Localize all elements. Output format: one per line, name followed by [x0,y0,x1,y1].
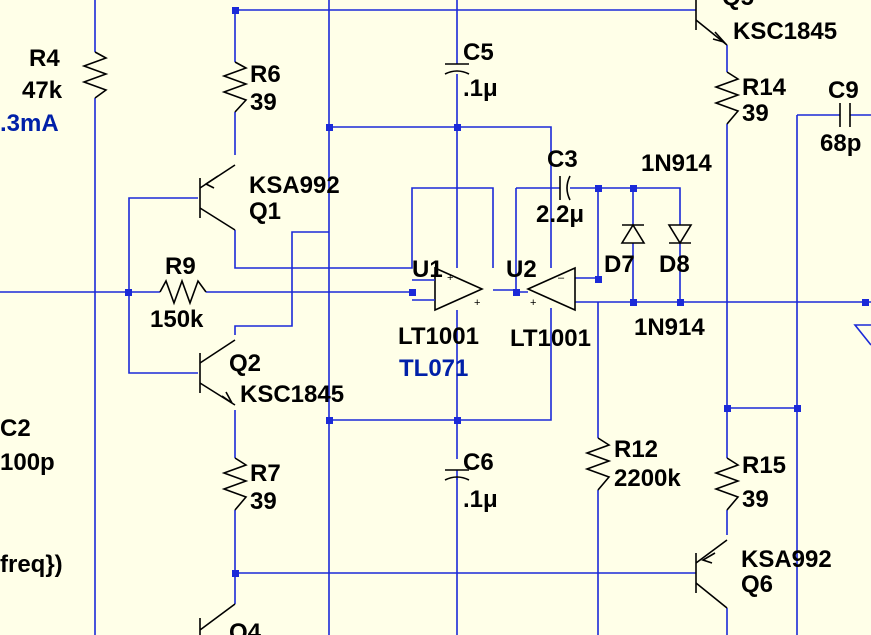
r15-resistor [713,457,741,511]
q1-type: KSA992 [249,172,340,199]
r4-value: 47k [22,77,63,104]
r4-resistor [81,51,109,99]
q1-transistor [199,164,236,231]
u2-type: LT1001 [510,325,591,352]
q2-label: Q2 [229,350,261,377]
d-top-label: 1N914 [641,150,712,177]
u1-plus-pin: + [447,272,453,284]
c2-value: 100p [0,449,55,476]
c6-label: C6 [463,449,494,476]
u1-alt-type: TL071 [399,355,468,382]
d7-diode [620,223,646,244]
q1-label: Q1 [249,198,281,225]
r7-resistor [221,457,249,511]
current-annotation: .3mA [0,110,59,137]
r14-label: R14 [742,74,787,101]
d8-label: D8 [659,251,690,278]
r12-label: R12 [614,436,658,463]
r6-value: 39 [250,89,277,116]
q6-label: Q6 [741,571,773,598]
r7-value: 39 [250,488,277,515]
c5-value: .1μ [463,75,498,102]
c3-label: C3 [547,146,578,173]
q6-transistor [695,539,728,609]
q4-label: Q4 [229,619,262,635]
r12-value: 2200k [614,465,681,492]
r9-value: 150k [150,306,204,333]
r4-label: R4 [29,45,60,72]
q5-label: Q5 [722,0,754,11]
c5-capacitor [444,63,470,75]
u2-opamp [526,266,576,312]
c3-capacitor [559,175,571,201]
c9-capacitor [839,103,851,127]
q6-type: KSA992 [741,546,832,573]
q4-transistor [199,603,236,635]
r6-resistor [221,61,249,113]
c6-value: .1μ [463,486,498,513]
u1-plus-pin2: + [474,297,480,309]
junctions [125,7,869,577]
c2-label: C2 [0,415,31,442]
u2-minus-pin: – [558,272,565,284]
r12-resistor [584,437,612,491]
q5-transistor [695,0,728,46]
u2-label: U2 [506,256,537,283]
freq-label: freq}) [0,551,63,578]
u1-type: LT1001 [398,323,479,350]
d-bottom-label: 1N914 [634,314,705,341]
c5-label: C5 [463,39,494,66]
r15-value: 39 [742,486,769,513]
d7-label: D7 [604,251,635,278]
u1-label: U1 [412,256,443,283]
r15-label: R15 [742,452,786,479]
q2-transistor [199,339,236,406]
u2-plus-pin: + [530,297,536,309]
d8-diode [667,224,693,245]
r14-resistor [713,71,741,125]
c9-value: 68p [820,130,861,157]
c6-capacitor [444,469,470,481]
c9-label: C9 [828,77,859,104]
q2-type: KSC1845 [240,381,344,408]
u1-opamp [412,266,484,312]
c3-value: 2.2μ [536,201,584,228]
q5-type: KSC1845 [733,18,837,45]
r7-label: R7 [250,460,281,487]
r9-label: R9 [165,253,196,280]
r14-value: 39 [742,100,769,127]
r6-label: R6 [250,61,281,88]
r9-resistor [159,278,207,306]
